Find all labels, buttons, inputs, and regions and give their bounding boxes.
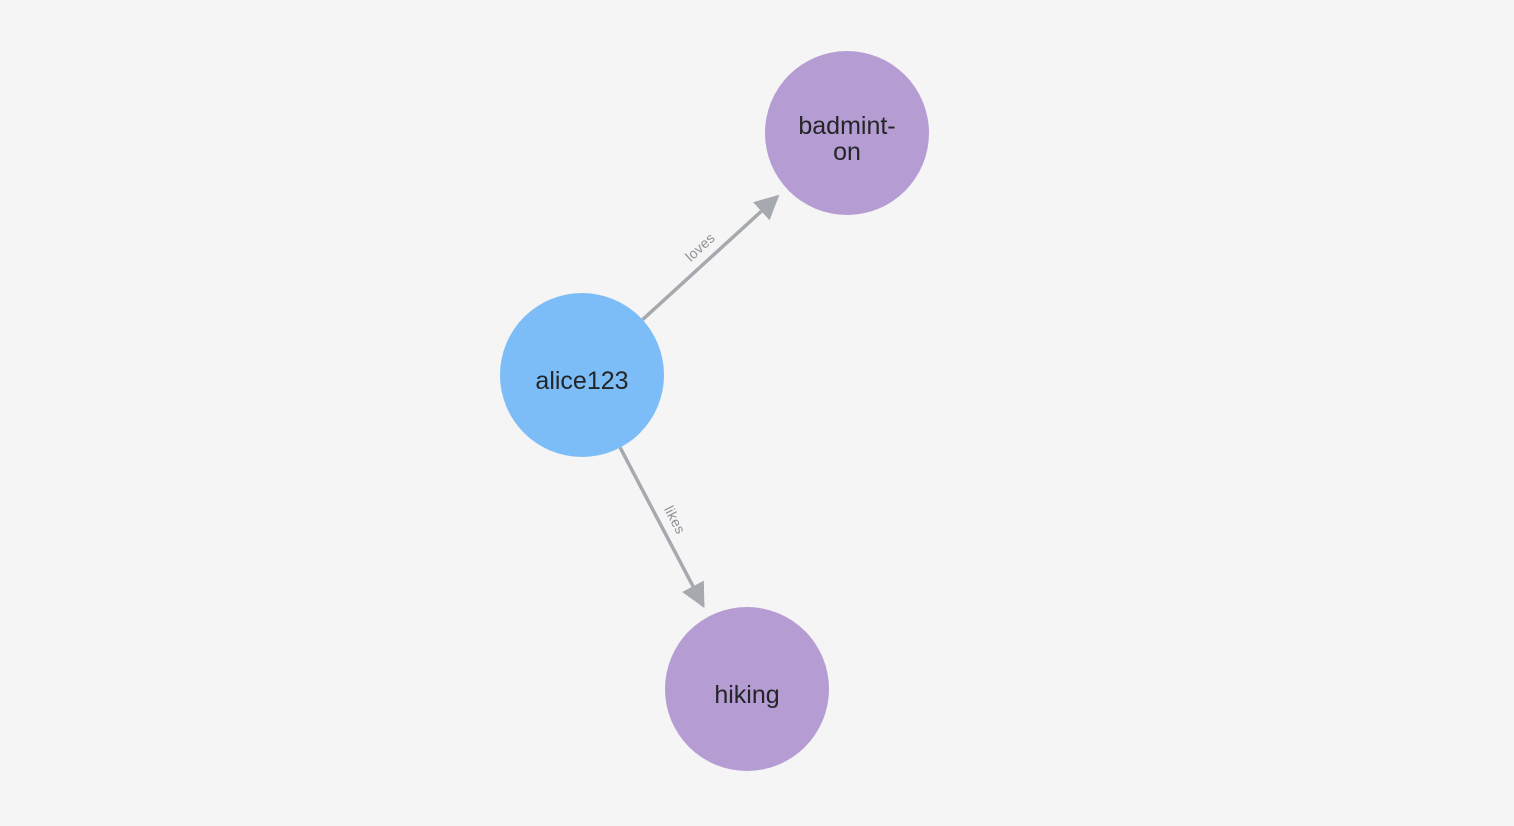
node-circle-hiking[interactable] [665, 607, 829, 771]
node-label-alice123: alice123 [535, 367, 628, 395]
node-label-line: badmint- [798, 112, 895, 140]
edge-likes: likes [618, 446, 705, 608]
node-label-badminton: badmint-on [798, 112, 895, 166]
node-circle-alice123[interactable] [500, 293, 664, 457]
node-circle-badminton[interactable] [765, 51, 929, 215]
graph-node-hiking: hiking [665, 607, 829, 771]
node-label-line: on [833, 138, 861, 166]
node-label-line: alice123 [535, 367, 628, 395]
graph-node-alice123: alice123 [500, 293, 664, 457]
edge-loves: loves [641, 194, 780, 321]
graph-node-badminton: badmint-on [765, 51, 929, 215]
node-label-line: hiking [714, 681, 779, 709]
edge-line-loves[interactable] [641, 194, 780, 321]
edge-label-loves[interactable]: loves [682, 230, 718, 265]
node-label-hiking: hiking [714, 681, 779, 709]
edge-line-likes[interactable] [618, 446, 705, 608]
